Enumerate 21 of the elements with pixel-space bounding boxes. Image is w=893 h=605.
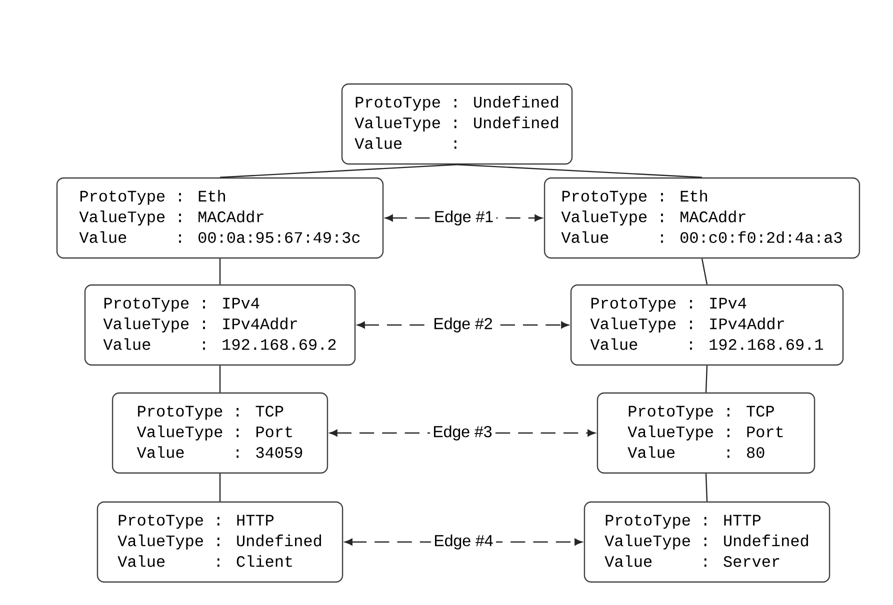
edge-label: Edge #4 xyxy=(431,533,496,551)
connector xyxy=(219,258,221,284)
record-box: ProtoType : Eth ValueType : MACAddr Value : 00:c0:f0:2d:4a:a3 xyxy=(544,177,860,259)
connector xyxy=(705,474,708,502)
record-box: ProtoType : TCP ValueType : Port Value : 34059 xyxy=(112,392,328,474)
edge-label: Edge #1 xyxy=(431,209,496,227)
record-box: ProtoType : IPv4 ValueType : IPv4Addr Value : 192.168.69.1 xyxy=(570,284,844,366)
connector xyxy=(220,164,458,178)
edge-label: Edge #3 xyxy=(430,424,495,442)
connector xyxy=(456,164,702,178)
connector xyxy=(705,366,708,392)
record-box: ProtoType : HTTP ValueType : Undefined Value : Client xyxy=(96,501,344,583)
record-box: ProtoType : IPv4 ValueType : IPv4Addr Value : 192.168.69.2 xyxy=(84,284,356,366)
record-box: ProtoType : TCP ValueType : Port Value : 80 xyxy=(596,392,816,474)
connector xyxy=(219,366,221,392)
record-box: ProtoType : Undefined ValueType : Undefined Value : xyxy=(341,83,573,165)
record-box: ProtoType : HTTP ValueType : Undefined Value : Server xyxy=(584,501,830,583)
connector xyxy=(701,258,708,284)
edge-label: Edge #2 xyxy=(430,316,496,334)
connector xyxy=(219,474,221,502)
record-box: ProtoType : Eth ValueType : MACAddr Value : 00:0a:95:67:49:3c xyxy=(56,177,384,259)
